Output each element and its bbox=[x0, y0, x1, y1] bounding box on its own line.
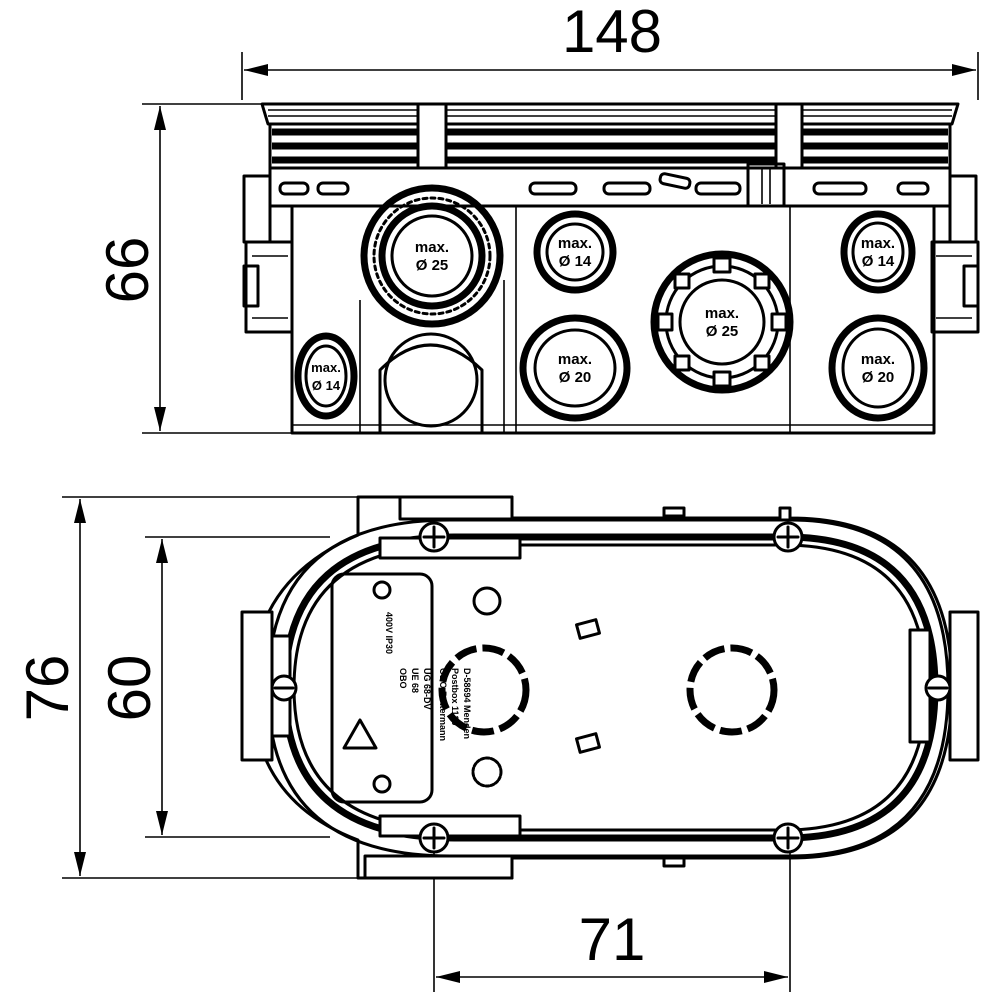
knockout-label-line2: Ø 20 bbox=[559, 369, 592, 386]
dimension-width-top: 148 bbox=[241, 0, 979, 100]
dimension-screw-spacing: 71 bbox=[433, 845, 791, 992]
vent-grommet bbox=[471, 756, 503, 788]
knockout-label-line1: max. bbox=[861, 235, 895, 252]
knockout-base-left bbox=[438, 644, 530, 736]
plate-line-6: Postbox 1120 bbox=[450, 668, 460, 726]
knockout-label-line2: Ø 20 bbox=[862, 369, 895, 386]
dimension-depth-inner-label: 60 bbox=[96, 655, 163, 722]
knockout-label-line1: max. bbox=[311, 360, 341, 375]
dimension-depth-outer: 76 bbox=[14, 496, 360, 879]
plate-line-7: D-58694 Menden bbox=[462, 668, 472, 739]
screw-icon bbox=[772, 822, 804, 854]
knockout-label-line1: max. bbox=[705, 305, 739, 322]
dimension-screw-spacing-label: 71 bbox=[579, 906, 646, 973]
warning-triangle-icon bbox=[342, 718, 378, 750]
knockout-medium-mid: max. Ø 20 bbox=[519, 314, 631, 422]
knockout-small-side: max. Ø 14 bbox=[294, 332, 358, 420]
knockout-large-mid: max. Ø 25 bbox=[650, 250, 794, 394]
flange-ribs bbox=[272, 128, 948, 164]
screw-icon bbox=[924, 674, 952, 702]
screw-icon bbox=[270, 674, 298, 702]
dimension-height-label: 66 bbox=[94, 237, 161, 304]
mounting-hole bbox=[472, 586, 502, 616]
knockout-label-line1: max. bbox=[558, 235, 592, 252]
knockout-label-line2: Ø 25 bbox=[416, 257, 449, 274]
plate-line-2: OBO bbox=[398, 668, 408, 689]
knockout-base-right bbox=[686, 644, 778, 736]
side-view: max. Ø 25 max. Ø 14 max. Ø 14 max. bbox=[242, 102, 980, 435]
plate-line-1: 400V IP30 bbox=[384, 612, 394, 654]
knockout-label-line1: max. bbox=[558, 351, 592, 368]
dimension-depth-outer-label: 76 bbox=[14, 655, 81, 722]
knockout-label-line1: max. bbox=[415, 239, 449, 256]
plate-line-3: UE 68 bbox=[410, 668, 420, 693]
screw-icon bbox=[418, 521, 450, 553]
plate-line-4: UG 68-DV bbox=[422, 668, 432, 710]
dimension-depth-inner: 60 bbox=[96, 536, 330, 838]
knockout-small-mid: max. Ø 14 bbox=[533, 210, 617, 294]
knockout-label-line2: Ø 25 bbox=[706, 323, 739, 340]
screw-icon bbox=[772, 521, 804, 553]
knockout-label-line2: Ø 14 bbox=[559, 253, 592, 270]
knockout-label-line2: Ø 14 bbox=[312, 378, 341, 393]
dimension-width-label: 148 bbox=[562, 0, 662, 65]
knockout-small-right: max. Ø 14 bbox=[840, 210, 916, 294]
label-plate: 400V IP30 OBO UE 68 UG 68-DV OBO Betterm… bbox=[330, 572, 472, 804]
vent-slots bbox=[278, 172, 930, 196]
top-view: 400V IP30 OBO UE 68 UG 68-DV OBO Betterm… bbox=[240, 495, 980, 880]
dimension-height-side: 66 bbox=[94, 103, 292, 434]
knockout-label-line2: Ø 14 bbox=[862, 253, 895, 270]
knockout-label-line1: max. bbox=[861, 351, 895, 368]
knockout-medium-right: max. Ø 20 bbox=[828, 314, 928, 422]
conduit-stub bbox=[359, 280, 505, 435]
knockout-large-left: max. Ø 25 bbox=[360, 184, 504, 328]
screw-icon bbox=[418, 822, 450, 854]
